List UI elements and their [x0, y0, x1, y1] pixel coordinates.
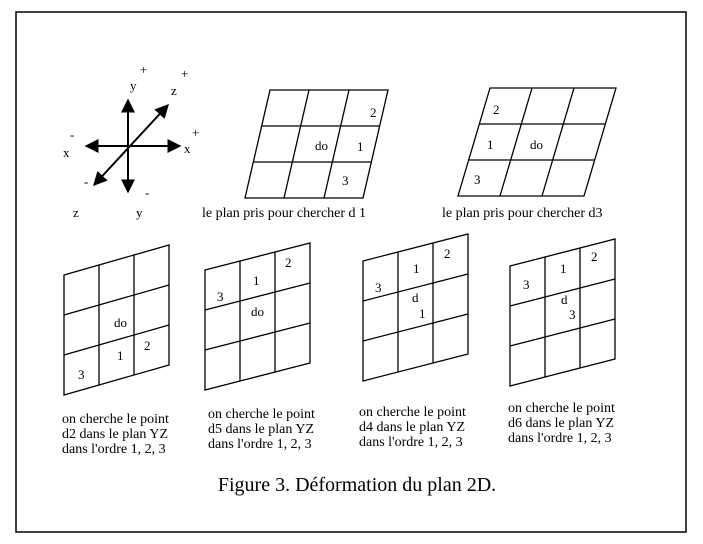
- x-neg-sign: -: [70, 127, 74, 142]
- cell-label: do: [315, 138, 328, 153]
- figure-frame: [15, 11, 687, 533]
- z-axis-arrow: [93, 103, 169, 187]
- grid-caption-line: dans l'ordre 1, 2, 3: [359, 435, 463, 450]
- grid-caption-line: on cherche le point: [208, 407, 315, 422]
- y-pos-label: y: [130, 78, 137, 93]
- x-pos-label: x: [184, 141, 191, 156]
- grid-caption-line: dans l'ordre 1, 2, 3: [62, 442, 166, 457]
- cell-label: 2: [285, 255, 292, 270]
- cell-label: 3: [569, 307, 576, 322]
- cell-label: 2: [493, 102, 500, 117]
- cell-label: d: [561, 292, 568, 307]
- axes-diagram: x + x - y + y - z + z -: [63, 62, 199, 220]
- grid-caption: le plan pris pour chercher d 1: [202, 206, 366, 221]
- grid-lines: [204, 242, 311, 391]
- cell-label: d: [412, 290, 419, 305]
- cell-label: 2: [144, 338, 151, 353]
- cell-label: 3: [78, 367, 85, 382]
- grid-caption-line: d5 dans le plan YZ: [208, 422, 314, 437]
- bottom-grid-d2: do 3 1 2 on cherche le point d2 dans le …: [62, 244, 170, 457]
- z-pos-label: z: [171, 83, 177, 98]
- cell-label: 1: [357, 139, 364, 154]
- grid-caption: le plan pris pour chercher d3: [442, 206, 603, 221]
- cell-label: 1: [117, 348, 124, 363]
- grid-lines: [457, 87, 617, 197]
- x-neg-label: x: [63, 145, 70, 160]
- z-neg-label: z: [73, 205, 79, 220]
- top-grid-1: 2 do 1 3 le plan pris pour chercher d 1: [202, 89, 389, 221]
- y-neg-sign: -: [145, 185, 149, 200]
- cell-label: 3: [342, 173, 349, 188]
- z-neg-sign: -: [84, 174, 88, 189]
- cell-label: 1: [560, 261, 567, 276]
- grid-lines: [63, 244, 170, 396]
- grid-caption-line: on cherche le point: [62, 412, 169, 427]
- grid-caption-line: dans l'ordre 1, 2, 3: [508, 431, 612, 446]
- grid-lines: [244, 89, 389, 199]
- x-pos-sign: +: [192, 125, 199, 140]
- grid-caption-line: dans l'ordre 1, 2, 3: [208, 437, 312, 452]
- bottom-grid-d6: 2 1 3 d 3 on cherche le point d6 dans le…: [508, 238, 616, 446]
- cell-label: do: [114, 315, 127, 330]
- cell-label: 3: [217, 289, 224, 304]
- cell-label: 2: [444, 246, 451, 261]
- z-pos-sign: +: [181, 66, 188, 81]
- grid-lines: [509, 238, 616, 387]
- cell-label: 2: [591, 249, 598, 264]
- cell-label: 1: [487, 137, 494, 152]
- cell-label: 1: [413, 261, 420, 276]
- figure-title: Figure 3. Déformation du plan 2D.: [218, 474, 496, 496]
- grid-caption-line: d2 dans le plan YZ: [62, 427, 168, 442]
- y-pos-sign: +: [140, 62, 147, 77]
- bottom-grid-d5: 2 1 3 do on cherche le point d5 dans le …: [204, 242, 315, 452]
- cell-label: 1: [253, 273, 260, 288]
- bottom-grid-d4: 2 1 3 d 1 on cherche le point d4 dans le…: [359, 233, 469, 450]
- top-grid-2: 2 1 do 3 le plan pris pour chercher d3: [442, 87, 617, 221]
- y-neg-label: y: [136, 205, 143, 220]
- grid-caption-line: d4 dans le plan YZ: [359, 420, 465, 435]
- cell-label: do: [530, 137, 543, 152]
- cell-label: 3: [523, 277, 530, 292]
- grid-caption-line: d6 dans le plan YZ: [508, 416, 614, 431]
- cell-label: 3: [474, 172, 481, 187]
- cell-label: 2: [370, 105, 377, 120]
- cell-label: 1: [419, 306, 426, 321]
- grid-caption-line: on cherche le point: [359, 405, 466, 420]
- grid-caption-line: on cherche le point: [508, 401, 615, 416]
- cell-label: do: [251, 304, 264, 319]
- cell-label: 3: [375, 280, 382, 295]
- grid-lines: [362, 233, 469, 382]
